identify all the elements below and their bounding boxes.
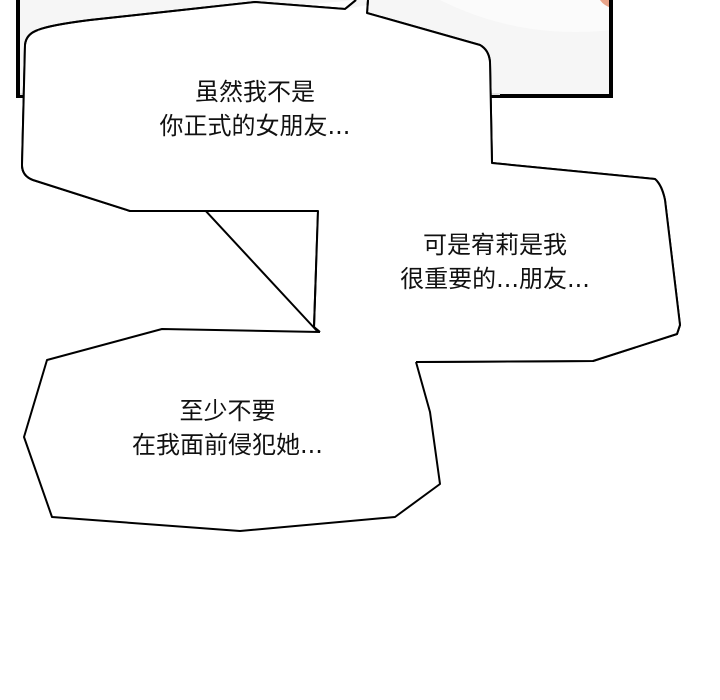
- bubble-2-line-1: 可是宥莉是我: [423, 231, 567, 259]
- speech-bubble-text-3: 至少不要 在我面前侵犯她...: [95, 394, 360, 462]
- bubble-3-line-2: 在我面前侵犯她...: [132, 431, 323, 459]
- speech-bubble-fill-top: [22, 2, 680, 362]
- speech-bubble-text-2: 可是宥莉是我 很重要的...朋友...: [360, 228, 630, 296]
- bubble-1-line-1: 虽然我不是: [195, 78, 315, 106]
- bubble-2-line-2: 很重要的...朋友...: [400, 265, 590, 293]
- bubble-3-line-1: 至少不要: [179, 397, 276, 425]
- speech-bubble-outline-bottom: [23, 328, 441, 532]
- bubble-1-line-2: 你正式的女朋友...: [159, 112, 351, 140]
- speech-bubble-text-1: 虽然我不是 你正式的女朋友...: [130, 75, 380, 143]
